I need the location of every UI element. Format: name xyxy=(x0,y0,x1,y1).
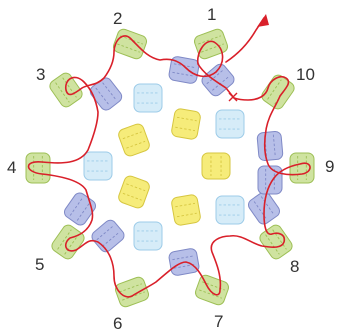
purple-bead-hole-line xyxy=(264,135,268,158)
purple-bead-hole-line xyxy=(95,87,110,106)
yellow-bead-body xyxy=(171,108,201,140)
yellow-bead-body xyxy=(201,152,231,180)
blue-bead-body xyxy=(215,109,245,139)
green-bead xyxy=(289,152,315,184)
purple-bead xyxy=(91,219,125,253)
yellow-bead-hole-line xyxy=(126,140,146,149)
blue-bead-body xyxy=(133,221,163,251)
purple-bead-body xyxy=(63,192,97,226)
purple-bead xyxy=(257,165,283,195)
green-bead-body xyxy=(259,224,293,260)
purple-bead xyxy=(168,56,200,84)
green-bead-body xyxy=(51,224,85,260)
purple-bead-hole-line xyxy=(96,225,114,241)
green-bead-hole-line xyxy=(119,283,142,293)
yellow-bead-hole-line xyxy=(126,183,146,192)
green-bead xyxy=(25,152,51,184)
yellow-bead-hole-line xyxy=(176,212,197,218)
yellow-bead-body xyxy=(118,175,150,209)
green-bead-hole-line xyxy=(202,281,225,291)
thread-path xyxy=(27,35,311,298)
purple-bead-hole-line xyxy=(260,196,275,215)
purple-bead-body xyxy=(168,56,200,84)
green-bead xyxy=(112,28,148,60)
green-bead xyxy=(261,74,295,110)
green-bead-hole-line xyxy=(198,35,221,45)
purple-bead-body xyxy=(256,131,284,161)
green-bead-hole-line xyxy=(122,291,145,301)
purple-bead-hole-line xyxy=(102,231,120,247)
green-bead-body xyxy=(289,152,315,184)
thread-lead-out xyxy=(225,17,265,63)
yellow-bead-hole-line xyxy=(175,202,196,208)
purple-bead-body xyxy=(257,165,283,195)
green-bead-hole-line xyxy=(120,35,143,45)
purple-bead-hole-line xyxy=(172,71,195,77)
green-bead xyxy=(194,274,230,306)
purple-bead-body xyxy=(201,63,235,97)
yellow-bead-hole-line xyxy=(122,131,142,140)
green-bead-hole-line xyxy=(64,234,79,255)
arrow-head-icon xyxy=(257,14,269,27)
purple-bead-hole-line xyxy=(272,134,276,157)
yellow-bead xyxy=(201,152,231,180)
yellow-bead-body xyxy=(171,194,201,226)
start-cross-icon xyxy=(228,92,238,102)
yellow-bead xyxy=(118,175,150,209)
purple-bead xyxy=(201,63,235,97)
green-bead-hole-line xyxy=(199,289,222,299)
blue-bead-body xyxy=(83,151,113,181)
green-bead-hole-line xyxy=(265,234,280,255)
green-bead xyxy=(114,276,150,308)
green-bead-hole-line xyxy=(117,43,140,53)
purple-bead-hole-line xyxy=(206,69,224,85)
green-bead-body xyxy=(261,74,295,110)
green-bead-hole-line xyxy=(267,79,282,100)
yellow-bead-hole-line xyxy=(122,192,142,201)
blue-bead xyxy=(215,109,245,139)
green-bead-hole-line xyxy=(55,82,70,103)
purple-bead-hole-line xyxy=(172,255,195,261)
green-bead xyxy=(259,224,293,260)
blue-bead xyxy=(133,221,163,251)
purple-bead-hole-line xyxy=(102,82,117,101)
purple-bead xyxy=(256,131,284,161)
yellow-bead-hole-line xyxy=(175,126,196,132)
blue-bead xyxy=(215,195,245,225)
green-bead xyxy=(193,28,229,60)
blue-bead xyxy=(133,83,163,113)
yellow-bead-body xyxy=(118,123,150,157)
purple-bead-hole-line xyxy=(212,75,230,91)
blue-bead-body xyxy=(133,83,163,113)
blue-bead-body xyxy=(215,195,245,225)
purple-bead-hole-line xyxy=(69,197,84,216)
yellow-bead xyxy=(171,108,201,140)
yellow-bead-hole-line xyxy=(176,116,197,122)
green-bead-hole-line xyxy=(57,229,72,250)
blue-bead xyxy=(83,151,113,181)
green-bead-hole-line xyxy=(272,229,287,250)
green-bead-body xyxy=(25,152,51,184)
yellow-bead xyxy=(171,194,201,226)
yellow-bead xyxy=(118,123,150,157)
green-bead xyxy=(51,224,85,260)
purple-bead xyxy=(63,192,97,226)
purple-bead-hole-line xyxy=(76,202,91,221)
green-bead-hole-line xyxy=(201,43,224,53)
purple-bead-body xyxy=(91,219,125,253)
